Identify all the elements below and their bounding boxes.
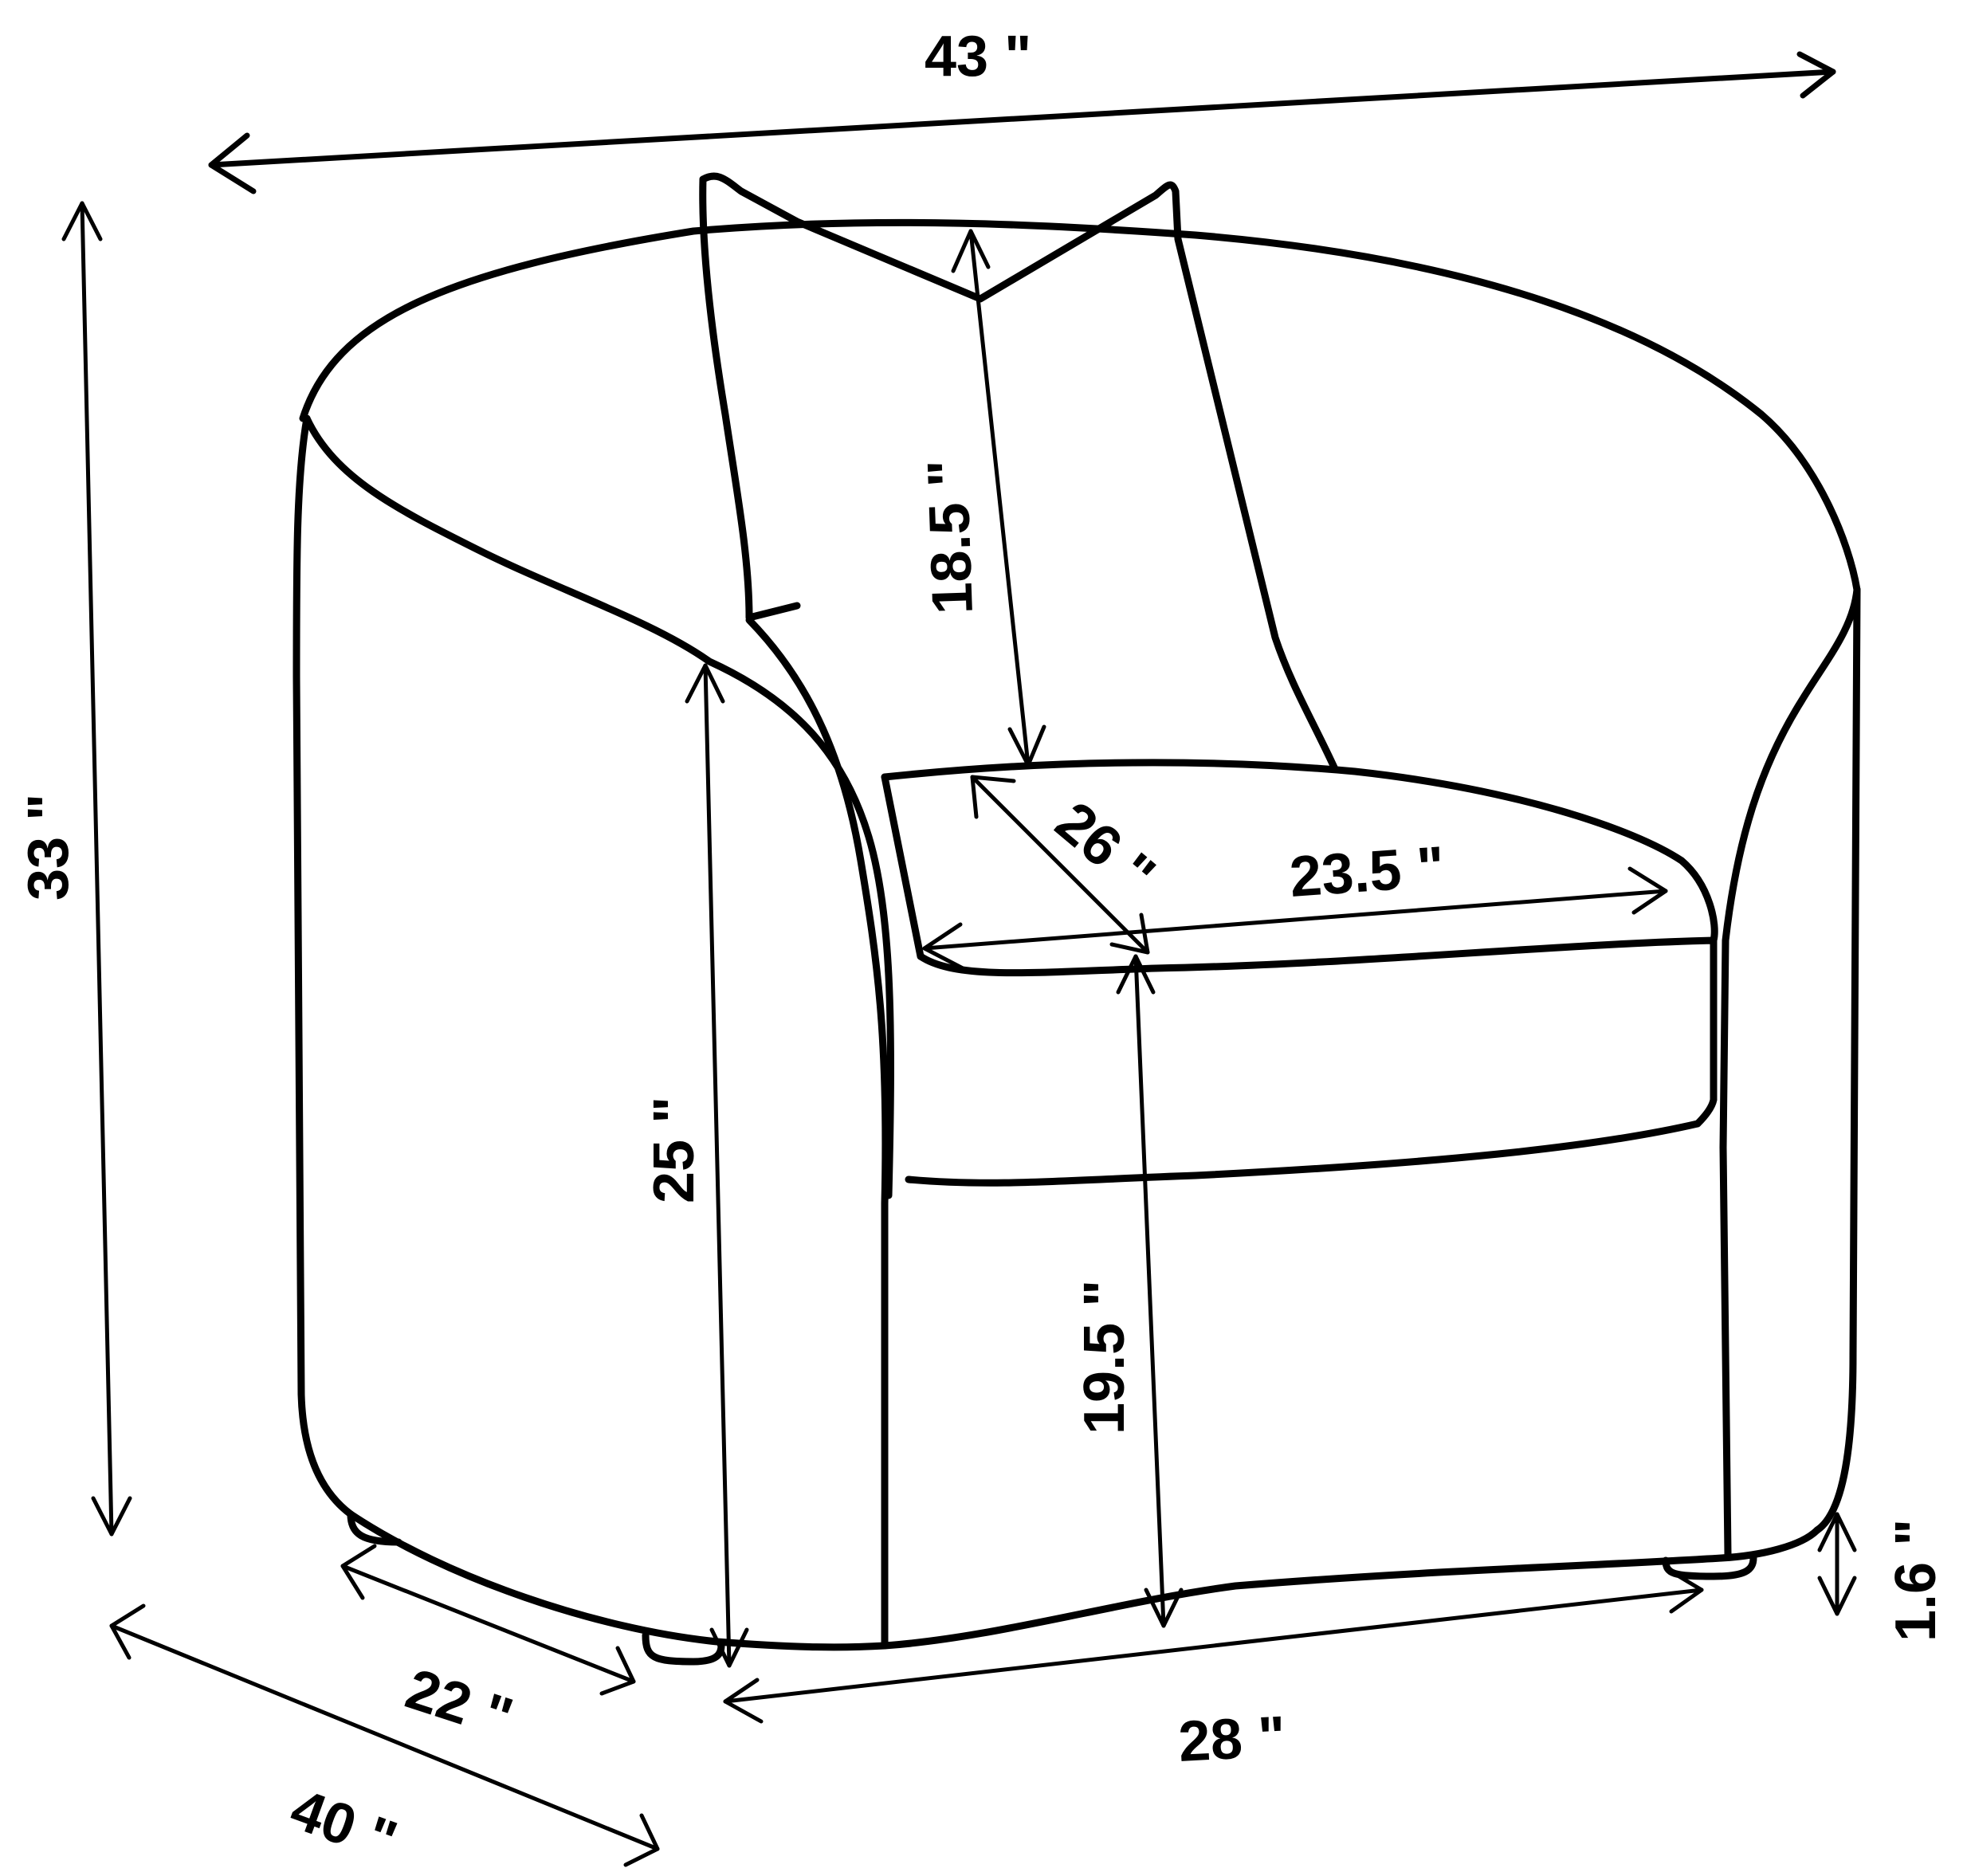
chair-bottom-curve bbox=[347, 1510, 1821, 1651]
chair-right-side bbox=[1719, 586, 1861, 1558]
label-seat-depth: 26 " bbox=[1044, 790, 1167, 908]
arrowhead-icon bbox=[951, 229, 991, 273]
label-seat-width: 23.5 " bbox=[1288, 835, 1447, 909]
back-left-foot bbox=[347, 1510, 402, 1546]
label-overall-depth: 40 " bbox=[283, 1777, 406, 1874]
dim-seat-depth-line bbox=[970, 775, 1150, 955]
seat-cushion-front bbox=[917, 936, 1718, 1128]
chair-inner-left-arm bbox=[303, 414, 894, 1199]
arrowhead-icon bbox=[1007, 724, 1046, 767]
dim-seat-height-line bbox=[1133, 954, 1166, 1628]
arrowhead-icon bbox=[623, 1813, 660, 1867]
chair-back-rim bbox=[299, 218, 1861, 594]
arrowhead-icon bbox=[709, 1627, 749, 1668]
arrowhead-icon bbox=[1144, 1588, 1184, 1628]
arrowhead-icon bbox=[685, 663, 725, 704]
label-seat-height: 19.5 " bbox=[1073, 1280, 1137, 1434]
arrowhead-icon bbox=[109, 1603, 146, 1660]
label-overall-height: 33 " bbox=[17, 794, 80, 901]
arrowhead-icon bbox=[1663, 1566, 1704, 1614]
arrowhead-icon bbox=[208, 132, 257, 194]
label-front-width: 28 " bbox=[1177, 1705, 1287, 1774]
arrowhead-icon bbox=[340, 1544, 377, 1600]
arrowhead-icon bbox=[922, 922, 965, 971]
dim-arm-height-line bbox=[703, 663, 732, 1668]
label-arm-height: 25 " bbox=[642, 1097, 706, 1203]
dim-overall-width-line bbox=[208, 69, 1836, 168]
arrowhead-icon bbox=[1116, 954, 1156, 995]
dim-front-width-line bbox=[723, 1588, 1704, 1704]
label-pillow-height: 18.5 " bbox=[916, 458, 985, 615]
chair-drawing bbox=[292, 172, 1861, 1666]
pillow-left-edge bbox=[699, 175, 801, 622]
arrowhead-icon bbox=[1817, 1512, 1857, 1552]
front-left-foot bbox=[642, 1631, 725, 1666]
dim-pillow-height-line bbox=[968, 229, 1031, 767]
arrowhead-icon bbox=[723, 1678, 764, 1724]
arrowhead-icon bbox=[91, 1496, 132, 1537]
chair-left-arm-front bbox=[745, 616, 889, 1650]
arrowhead-icon bbox=[61, 201, 103, 241]
label-leg-height: 1.6 " bbox=[1884, 1519, 1948, 1642]
arrowhead-icon bbox=[1627, 866, 1668, 915]
pillow bbox=[699, 172, 1339, 773]
dim-overall-height-line bbox=[80, 201, 114, 1537]
arrowhead-icon bbox=[599, 1646, 636, 1696]
dimension-lines bbox=[61, 51, 1857, 1867]
arrowhead-icon bbox=[1817, 1576, 1857, 1616]
chair-left-side bbox=[292, 414, 355, 1518]
seat-cushion-top bbox=[881, 759, 1718, 944]
dim-seat-width-line bbox=[922, 889, 1668, 951]
label-overall-width: 43 " bbox=[925, 25, 1031, 88]
arrowhead-icon bbox=[1109, 912, 1150, 955]
seat-base-line bbox=[905, 1120, 1702, 1187]
arrowhead-icon bbox=[970, 775, 1016, 819]
label-arm-width: 22 " bbox=[399, 1657, 520, 1751]
dim-overall-depth-line bbox=[109, 1623, 660, 1851]
seat-cushion-left bbox=[881, 773, 925, 960]
dim-arm-width-line bbox=[340, 1564, 636, 1684]
arrowhead-icon bbox=[1796, 51, 1836, 99]
chair-right-back-edge bbox=[1813, 586, 1861, 1534]
